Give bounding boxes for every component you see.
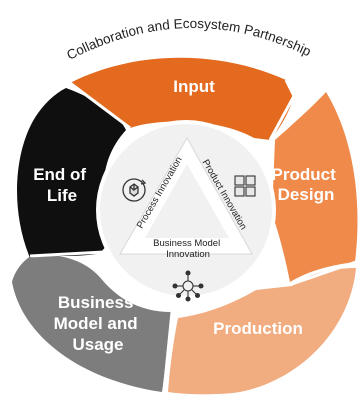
separator bbox=[162, 311, 174, 393]
label-business-model-usage: Business Model and Usage bbox=[54, 293, 143, 354]
separator bbox=[69, 81, 131, 130]
label-end-of-life: End of Life bbox=[33, 165, 91, 205]
segment-production bbox=[168, 268, 356, 395]
arc-title: Collaboration and Ecosystem Partnership bbox=[64, 16, 313, 63]
label-production: Production bbox=[213, 319, 303, 338]
triangle-inner bbox=[145, 164, 229, 238]
network-hub-icon bbox=[172, 270, 204, 302]
separator bbox=[29, 250, 105, 258]
segment-input bbox=[70, 57, 294, 140]
puzzle-icon bbox=[234, 175, 256, 197]
segment-product-design bbox=[272, 92, 358, 282]
separator bbox=[268, 79, 296, 141]
label-business-model-innovation: Business Model Innovation bbox=[153, 238, 223, 260]
label-input: Input bbox=[173, 77, 215, 96]
recycle-box-icon bbox=[122, 178, 147, 202]
separator bbox=[291, 260, 357, 286]
label-product-design: Product Design bbox=[272, 165, 341, 204]
segment-business-model-usage bbox=[12, 254, 172, 392]
